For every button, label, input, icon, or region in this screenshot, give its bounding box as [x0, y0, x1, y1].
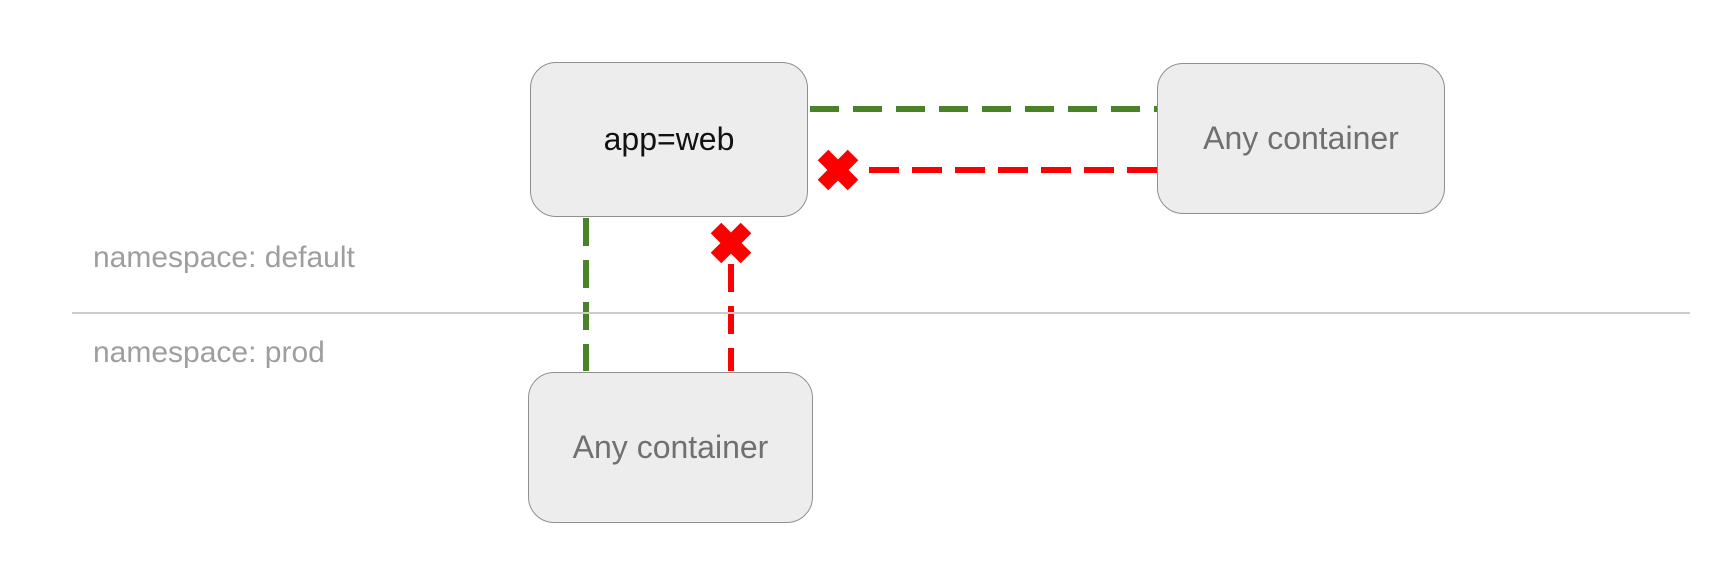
node-app-web-label: app=web	[603, 121, 735, 157]
node-any-container-prod-label: Any container	[572, 429, 769, 465]
namespace-divider	[72, 312, 1690, 314]
node-any-container-default-label: Any container	[1203, 120, 1399, 156]
namespace-default-label: namespace: default	[93, 241, 355, 274]
blocked-x-icon	[817, 149, 859, 191]
namespace-prod-label: namespace: prod	[93, 336, 325, 369]
node-app-web: app=web	[530, 62, 808, 217]
blocked-x-icon	[710, 222, 752, 264]
node-any-container-default: Any container	[1157, 63, 1445, 214]
node-any-container-prod: Any container	[528, 372, 813, 523]
